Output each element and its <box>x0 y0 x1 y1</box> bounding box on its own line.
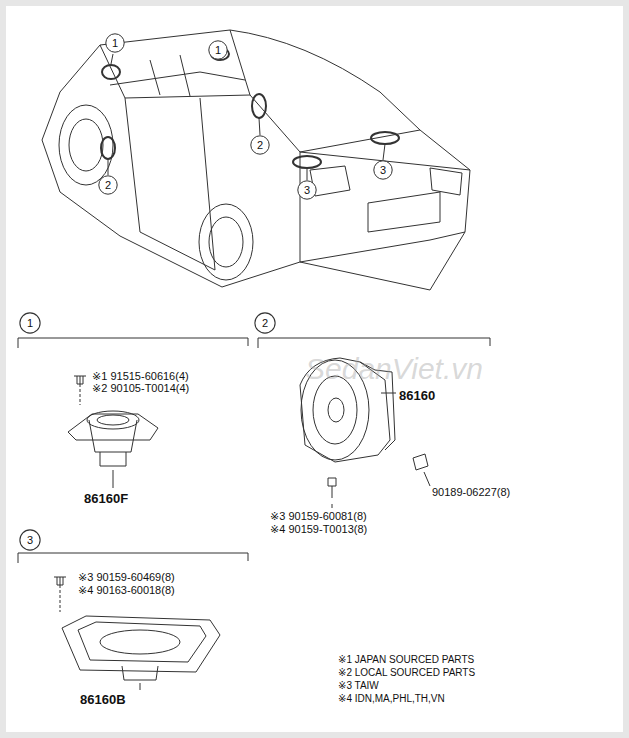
note-text: ※3 TAIW <box>338 680 379 691</box>
note-text: ※2 LOCAL SOURCED PARTS <box>338 667 475 678</box>
callout-number: 1 <box>215 45 221 56</box>
note-text: ※4 IDN,MA,PHL,TH,VN <box>338 693 445 704</box>
callout-number: 2 <box>105 180 111 191</box>
part-number: ※4 90159-T0013(8) <box>270 523 367 535</box>
part-number: 86160 <box>399 389 435 403</box>
part-number: ※4 90163-60018(8) <box>78 584 175 596</box>
part-number: 86160F <box>84 492 128 506</box>
callout-number: 3 <box>27 535 33 546</box>
callout-number: 1 <box>112 38 118 49</box>
callout-circle: 3 <box>19 529 41 551</box>
callout-circle: 1 <box>208 40 228 60</box>
callout-circle: 2 <box>254 312 276 334</box>
callout-circle: 1 <box>105 33 125 53</box>
callout-number: 3 <box>304 185 310 196</box>
part-number: ※3 90159-60469(8) <box>78 571 175 583</box>
callout-circle: 2 <box>98 175 118 195</box>
part-number: 90189-06227(8) <box>432 486 510 498</box>
part-number: ※3 90159-60081(8) <box>270 510 367 522</box>
callout-circle: 3 <box>373 160 393 180</box>
part-number: ※1 91515-60616(4) <box>92 370 189 382</box>
callout-number: 2 <box>257 140 263 151</box>
callout-circle: 1 <box>19 312 41 334</box>
note-text: ※1 JAPAN SOURCED PARTS <box>338 654 474 665</box>
watermark: SedanViet.vn <box>305 352 483 385</box>
part-number: ※2 90105-T0014(4) <box>92 382 189 394</box>
callout-number: 3 <box>380 165 386 176</box>
callout-number: 2 <box>262 318 268 329</box>
callout-circle: 2 <box>250 135 270 155</box>
callout-number: 1 <box>27 318 33 329</box>
part-number: 86160B <box>80 693 126 707</box>
callout-circle: 3 <box>297 180 317 200</box>
